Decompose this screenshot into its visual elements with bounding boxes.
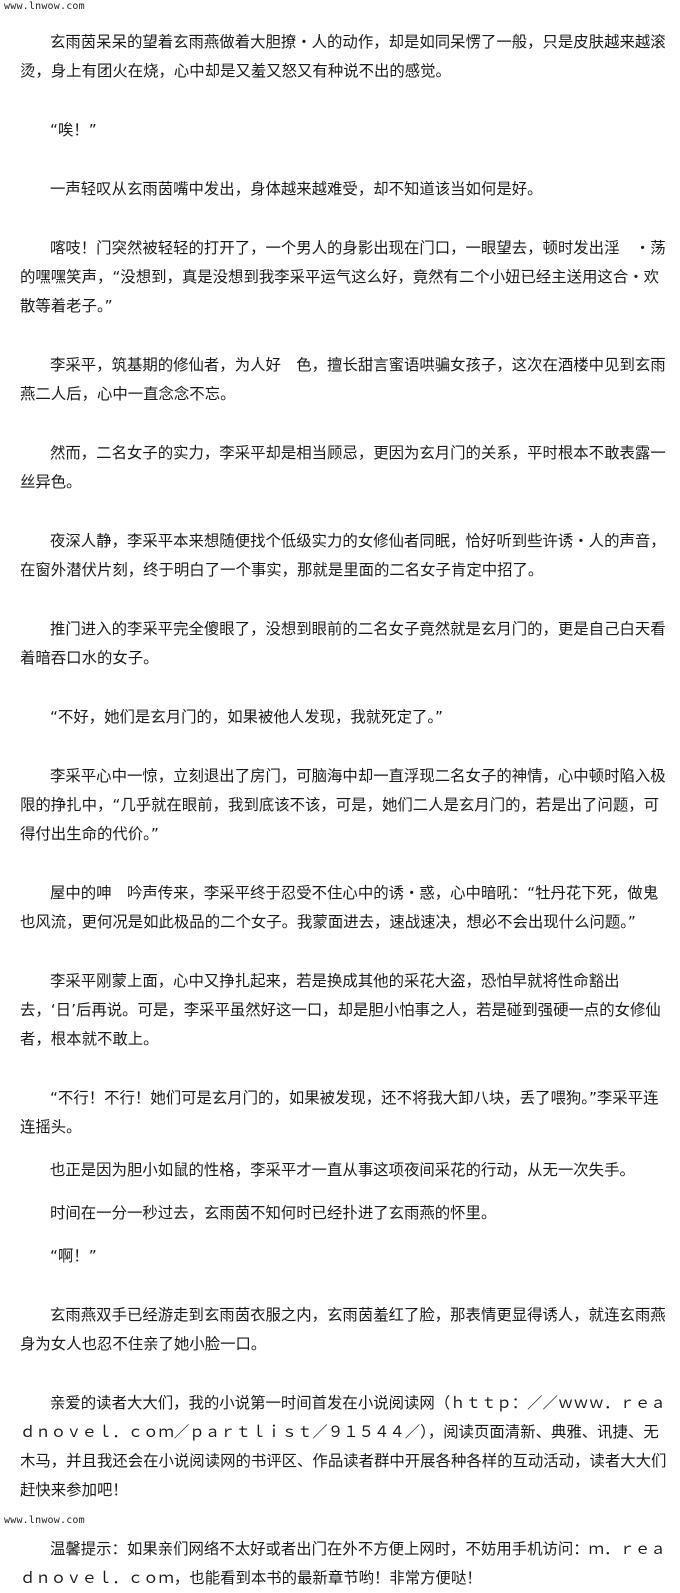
chapter-text: 玄雨茵呆呆的望着玄雨燕做着大胆撩・人的动作，却是如同呆愣了一般，只是皮肤越来越滚…: [20, 28, 672, 1593]
paragraph: “唉！”: [50, 121, 97, 139]
document-page: www.lnwow.com 玄雨茵呆呆的望着玄雨燕做着大胆撩・人的动作，却是如同…: [4, 1, 666, 1587]
paragraph: 李采平刚蒙上面，心中又挣扎起来，若是换成其他的采花大盗，恐怕早就将性命豁出去，‘…: [20, 972, 661, 1048]
mobile-tip-paragraph: 温馨提示：如果亲们网络不太好或者出门在外不方便上网时，不妨用手机访问：ｍ．ｒｅａ…: [20, 1540, 666, 1587]
site-watermark-bottom: www.lnwow.com: [4, 1515, 85, 1526]
site-watermark-top: www.lnwow.com: [4, 1, 85, 12]
paragraph: 玄雨燕双手已经游走到玄雨茵衣服之内，玄雨茵羞红了脸，那表情更显得诱人，就连玄雨燕…: [20, 1306, 666, 1353]
paragraph: 一声轻叹从玄雨茵嘴中发出，身体越来越难受，却不知道该当如何是好。: [50, 180, 543, 198]
paragraph: “啊！”: [50, 1247, 97, 1265]
paragraph: 屋中的呻 吟声传来，李采平终于忍受不住心中的诱・惑，心中暗吼：“牡丹花下死，做鬼…: [20, 884, 659, 931]
paragraph: 李采平心中一惊，立刻退出了房门，可脑海中却一直浮现二名女子的神情，心中顿时陷入极…: [20, 767, 666, 843]
paragraph: “不行！不行！她们可是玄月门的，如果被发现，还不将我大卸八块，丢了喂狗。”李采平…: [20, 1089, 659, 1136]
paragraph: 也正是因为胆小如鼠的性格，李采平才一直从事这项夜间采花的行动，从无一次失手。: [50, 1161, 635, 1179]
paragraph: 然而，二名女子的实力，李采平却是相当顾忌，更因为玄月门的关系，平时根本不敢表露一…: [20, 444, 666, 491]
paragraph: 推门进入的李采平完全傻眼了，没想到眼前的二名女子竟然就是玄月门的，更是自己白天看…: [20, 620, 666, 667]
paragraph: 喀吱！门突然被轻轻的打开了，一个男人的身影出现在门口，一眼望去，顿时发出淫 ・荡…: [20, 239, 666, 315]
paragraph: 时间在一分一秒过去，玄雨茵不知何时已经扑进了玄雨燕的怀里。: [50, 1204, 497, 1222]
paragraph: 玄雨茵呆呆的望着玄雨燕做着大胆撩・人的动作，却是如同呆愣了一般，只是皮肤越来越滚…: [20, 33, 666, 80]
reader-notice-paragraph: 亲爱的读者大大们，我的小说第一时间首发在小说阅读网（ｈｔｔｐ：／／ｗｗｗ．ｒｅａ…: [20, 1394, 667, 1499]
paragraph: “不好，她们是玄月门的，如果被他人发现，我就死定了。”: [50, 708, 444, 726]
paragraph: 夜深人静，李采平本来想随便找个低级实力的女修仙者同眠，恰好听到些许诱・人的声音，…: [20, 532, 666, 579]
paragraph: 李采平，筑基期的修仙者，为人好 色，擅长甜言蜜语哄骗女孩子，这次在酒楼中见到玄雨…: [20, 356, 666, 403]
